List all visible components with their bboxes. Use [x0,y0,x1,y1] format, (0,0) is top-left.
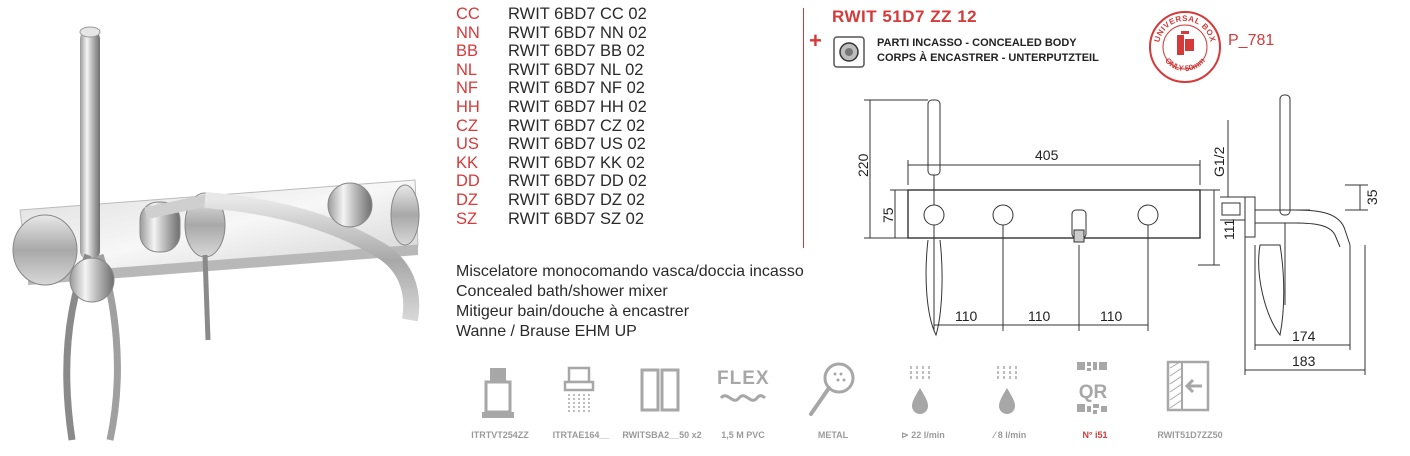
article-number: RWIT 6BD7 CC 02 [508,5,647,23]
feature-item: ⁄ 8 l/min [970,360,1050,445]
article-number: RWIT 6BD7 DD 02 [508,172,647,191]
article-number: RWIT 6BD7 NF 02 [508,79,645,98]
finish-row: NN RWIT 6BD7 NN 02 [456,24,756,43]
feature-label: METAL [817,430,849,440]
finish-code: NF [456,79,478,98]
p-code: P_781 [1228,32,1275,49]
finish-code: NN [456,23,480,42]
flow-rate-icon [910,366,930,414]
flex-title: FLEX [717,368,770,389]
finish-row: SZ RWIT 6BD7 SZ 02 [456,210,756,229]
feature-item: ⊳ 22 l/min [883,360,963,445]
shower-flow-icon [997,366,1017,414]
qr-text: QR [1079,382,1108,403]
article-number: RWIT 6BD7 DZ 02 [508,190,645,209]
finish-code: DZ [456,190,478,209]
article-number: RWIT 6BD7 NN 02 [508,23,647,42]
feature-label: ⁄ 8 l/min [993,430,1027,440]
article-number: RWIT 6BD7 KK 02 [508,153,645,172]
description-en: Concealed bath/shower mixer [456,283,668,300]
feature-item: RWIT51D7ZZ50 [1150,360,1230,445]
divider [803,8,804,248]
dim-thread: G1/2 [1211,146,1227,177]
finish-code: NL [456,60,478,79]
finish-code: DD [456,172,480,191]
article-number: RWIT 6BD7 US 02 [508,135,646,154]
feature-item: METAL [793,360,873,445]
finish-code: CC [456,5,480,23]
dim-75: 75 [880,207,896,223]
dim-174: 174 [1292,328,1316,344]
article-number: RWIT 6BD7 NL 02 [508,60,644,79]
feature-item: RWITSBA2__50 x2 [622,360,702,445]
dim-111: 111 [1221,219,1237,240]
dim-220: 220 [855,153,871,177]
main-article-code: RWIT 51D7 ZZ 12 [832,7,978,26]
concealed-body-label: PARTI INCASSO - CONCEALED BODY CORPS À E… [877,36,1099,66]
feature-item: ITRTAE164__ [541,360,621,445]
concealed-body-icon [833,36,865,68]
plus-sign: + [809,28,822,53]
feature-item: FLEX 1,5 M PVC [703,360,783,445]
finish-row: DZ RWIT 6BD7 DZ 02 [456,191,756,210]
finish-code: BB [456,42,479,61]
finish-row: KK RWIT 6BD7 KK 02 [456,154,756,173]
feature-item: QR N° i51 [1055,360,1135,445]
feature-item: ITRTVT254ZZ [460,360,540,445]
finish-row: HH RWIT 6BD7 HH 02 [456,98,756,117]
feature-label: RWITSBA2__50 x2 [622,430,702,440]
finish-row: NL RWIT 6BD7 NL 02 [456,61,756,80]
description-de: Wanne / Brause EHM UP [456,323,637,340]
concealed-box-icon [1166,360,1210,412]
concealed-line-1: PARTI INCASSO - CONCEALED BODY [877,37,1077,49]
cartridge-icon [482,368,514,418]
hand-shower-icon [809,362,855,416]
concealed-line-2: CORPS À ENCASTRER - UNTERPUTZTEIL [877,52,1099,64]
finish-list: CC RWIT 6BD7 CC 02 NN RWIT 6BD7 NN 02 BB RW… [456,5,756,228]
finish-row: CC RWIT 6BD7 CC 02 [456,5,756,24]
description-it: Miscelatore monocomando vasca/doccia inc… [456,263,804,280]
qr-code-icon: QR [1077,362,1108,414]
finish-code: KK [456,153,479,172]
finish-row: BB RWIT 6BD7 BB 02 [456,42,756,61]
feature-label: RWIT51D7ZZ50 [1157,430,1223,440]
technical-drawing: 220 405 75 111 110 110 110 G1/2 35 174 1… [840,85,1410,385]
dim-spacing-3: 110 [1100,308,1123,324]
article-number: RWIT 6BD7 CZ 02 [508,116,645,135]
flex-hose-icon [719,394,767,402]
finish-row: DD RWIT 6BD7 DD 02 [456,172,756,191]
dim-35: 35 [1364,189,1380,205]
dim-spacing-2: 110 [1028,308,1051,324]
feature-label: ITRTVT254ZZ [471,430,529,440]
dim-183: 183 [1292,353,1316,369]
article-number: RWIT 6BD7 SZ 02 [508,209,645,228]
feature-label: N° i51 [1082,430,1108,440]
wall-plate-icon [640,368,680,412]
feature-label: ITRTAE164__ [552,430,610,440]
finish-code: HH [456,97,480,116]
finish-row: NF RWIT 6BD7 NF 02 [456,79,756,98]
dim-spacing-1: 110 [955,308,978,324]
product-descriptions: Miscelatore monocomando vasca/doccia inc… [456,262,886,342]
dim-405: 405 [1035,147,1059,163]
article-number: RWIT 6BD7 HH 02 [508,97,647,116]
finish-row: CZ RWIT 6BD7 CZ 02 [456,117,756,136]
aerator-icon [563,366,595,414]
finish-code: SZ [456,209,478,228]
finish-code: US [456,135,479,154]
universal-box-badge: UNIVERSAL BOX ONLY 50mm [1145,5,1225,85]
product-photo [0,0,450,451]
finish-row: US RWIT 6BD7 US 02 [456,135,756,154]
finish-code: CZ [456,116,478,135]
feature-label: ⊳ 22 l/min [901,430,945,440]
feature-label: 1,5 M PVC [721,430,765,440]
article-number: RWIT 6BD7 BB 02 [508,42,645,61]
feature-icons: ITRTVT254ZZ ITRTAE164__ RWITSBA2__50 x2 … [455,360,1245,445]
description-fr: Mitigeur bain/douche à encastrer [456,303,690,320]
